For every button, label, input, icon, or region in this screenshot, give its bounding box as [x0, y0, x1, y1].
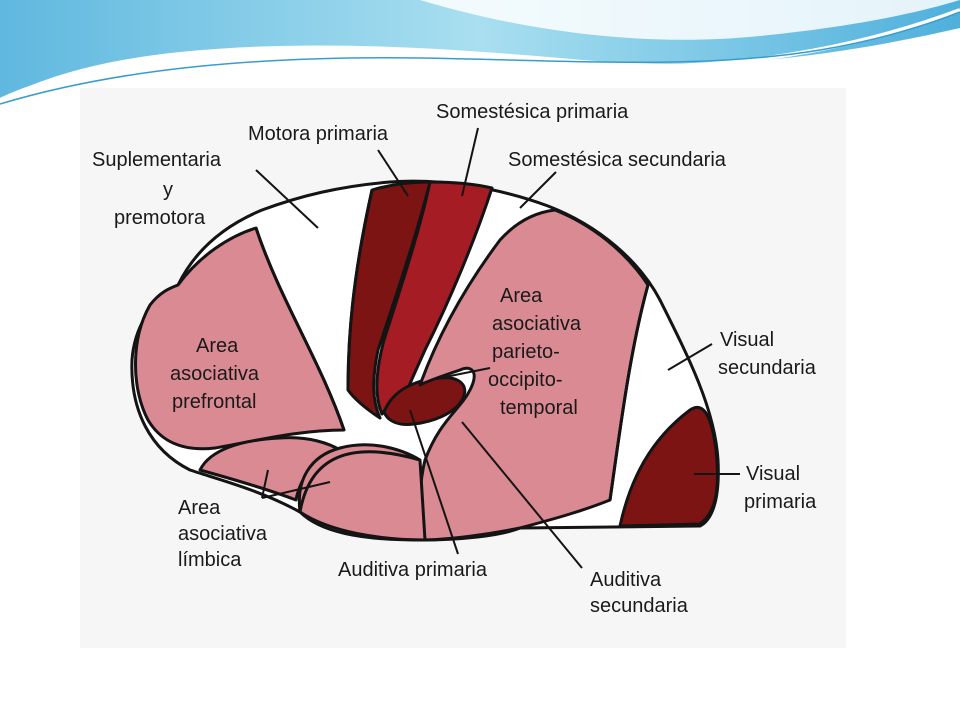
label-prefrontal-area: Area: [196, 335, 239, 357]
label-premotora: premotora: [114, 207, 206, 229]
label-somestesica-secundaria: Somestésica secundaria: [508, 149, 727, 171]
label-auditiva-primaria: Auditiva primaria: [338, 559, 488, 581]
primary-visual-area: [618, 406, 719, 528]
diagram-labels: Motora primaria Somestésica primaria Som…: [92, 101, 817, 617]
label-motora-primaria: Motora primaria: [248, 123, 389, 145]
label-visual-primaria-1: Visual: [746, 463, 800, 485]
brain-diagram: [130, 179, 720, 542]
label-prefrontal-asociativa: asociativa: [170, 363, 260, 385]
label-suplementaria-y: y: [163, 179, 173, 201]
label-temporal: temporal: [500, 397, 578, 419]
label-auditiva-secundaria-2: secundaria: [590, 595, 689, 617]
label-limbica-area: Area: [178, 497, 221, 519]
label-visual-secundaria-2: secundaria: [718, 357, 817, 379]
label-visual-primaria-2: primaria: [744, 491, 817, 513]
label-limbica-asociativa: asociativa: [178, 523, 268, 545]
label-occipito: occipito-: [488, 369, 562, 391]
temporal-association-area: [297, 443, 427, 542]
label-prefrontal: prefrontal: [172, 391, 257, 413]
label-auditiva-secundaria-1: Auditiva: [590, 569, 662, 591]
label-parieto-asociativa: asociativa: [492, 313, 582, 335]
label-somestesica-primaria: Somestésica primaria: [436, 101, 629, 123]
label-parieto: parieto-: [492, 341, 560, 363]
label-suplementaria: Suplementaria: [92, 149, 222, 171]
label-parieto-area: Area: [500, 285, 543, 307]
header-wave: [0, 0, 960, 105]
label-limbica: límbica: [178, 549, 242, 571]
label-visual-secundaria-1: Visual: [720, 329, 774, 351]
pointer-lines: [255, 127, 740, 569]
